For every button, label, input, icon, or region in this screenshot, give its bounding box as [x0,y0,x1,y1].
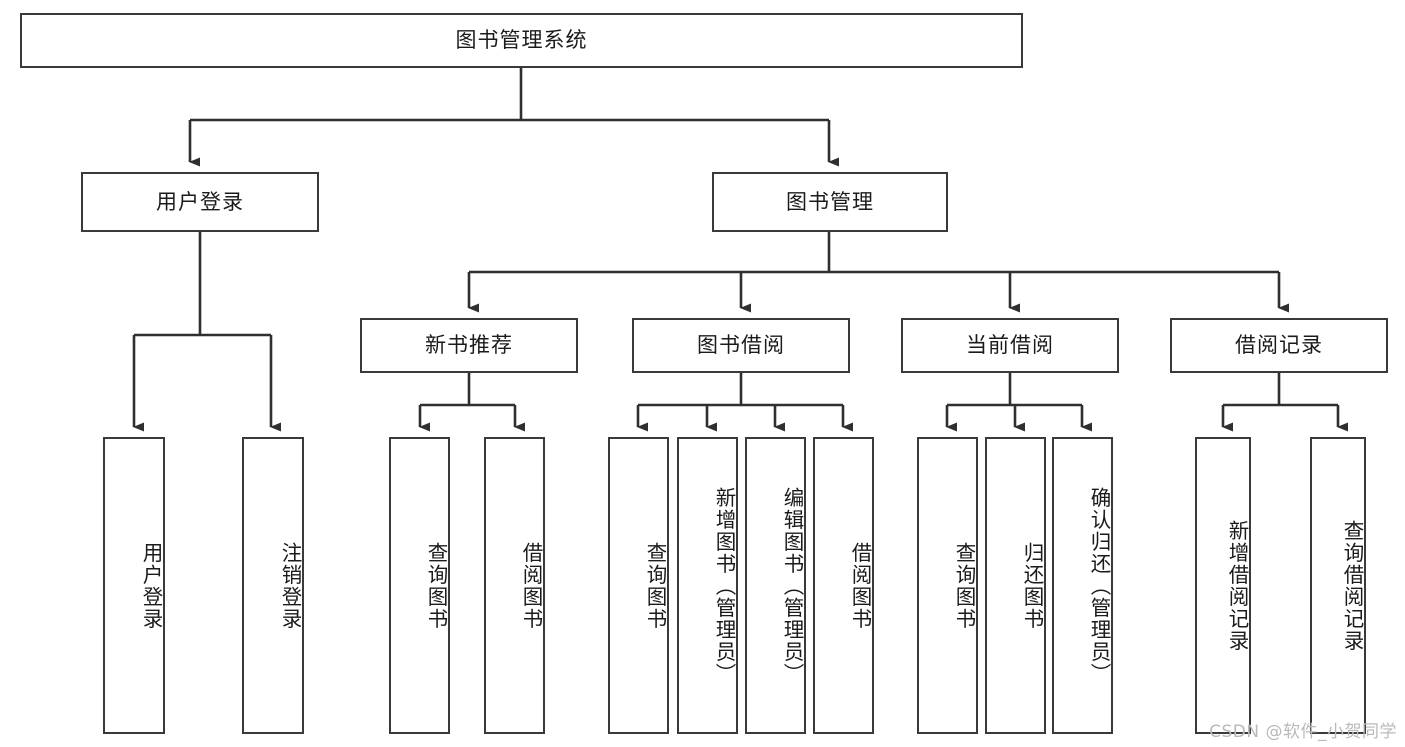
node-book-borrow-label: 图书借阅 [697,333,785,358]
node-book-manage-label: 图书管理 [786,189,874,214]
node-leaf-edit-book-label: 编辑图书（管理员） [780,486,804,685]
node-borrow-record[interactable]: 借阅记录 [1170,318,1388,373]
node-leaf-query-record[interactable]: 查询借阅记录 [1310,437,1366,734]
node-leaf-borrow-book-rec[interactable]: 借阅图书 [484,437,545,734]
node-user-login-label: 用户登录 [156,189,244,214]
node-leaf-add-record[interactable]: 新增借阅记录 [1195,437,1251,734]
node-leaf-query-book-rec-label: 查询图书 [424,541,448,630]
node-leaf-return-book[interactable]: 归还图书 [985,437,1046,734]
node-root[interactable]: 图书管理系统 [20,13,1023,68]
node-leaf-borrow-book[interactable]: 借阅图书 [813,437,874,734]
node-leaf-query-book-borrow[interactable]: 查询图书 [608,437,669,734]
node-leaf-query-record-label: 查询借阅记录 [1340,519,1364,652]
node-leaf-query-book-rec[interactable]: 查询图书 [389,437,450,734]
node-leaf-user-login[interactable]: 用户登录 [103,437,165,734]
node-new-book-rec[interactable]: 新书推荐 [360,318,578,373]
node-leaf-confirm-return-label: 确认归还（管理员） [1087,486,1111,685]
watermark: CSDN @软件_小贺同学 [1209,722,1397,742]
node-leaf-query-book-borrow-label: 查询图书 [643,541,667,630]
node-current-borrow[interactable]: 当前借阅 [901,318,1119,373]
node-current-borrow-label: 当前借阅 [966,333,1054,358]
node-leaf-user-login-label: 用户登录 [139,541,163,630]
node-leaf-return-book-label: 归还图书 [1020,541,1044,630]
node-leaf-edit-book[interactable]: 编辑图书（管理员） [745,437,806,734]
node-leaf-query-book-cur-label: 查询图书 [952,541,976,630]
node-leaf-borrow-book-rec-label: 借阅图书 [519,541,543,630]
node-leaf-user-logout[interactable]: 注销登录 [242,437,304,734]
node-root-label: 图书管理系统 [455,28,588,53]
node-leaf-add-record-label: 新增借阅记录 [1225,519,1249,652]
node-leaf-confirm-return[interactable]: 确认归还（管理员） [1052,437,1113,734]
node-new-book-rec-label: 新书推荐 [425,333,513,358]
node-leaf-add-book-label: 新增图书（管理员） [712,486,736,685]
node-leaf-add-book[interactable]: 新增图书（管理员） [677,437,738,734]
node-leaf-borrow-book-label: 借阅图书 [848,541,872,630]
node-leaf-query-book-cur[interactable]: 查询图书 [917,437,978,734]
node-book-manage[interactable]: 图书管理 [712,172,948,232]
node-borrow-record-label: 借阅记录 [1235,333,1323,358]
node-user-login[interactable]: 用户登录 [81,172,319,232]
node-book-borrow[interactable]: 图书借阅 [632,318,850,373]
node-leaf-user-logout-label: 注销登录 [278,541,302,630]
